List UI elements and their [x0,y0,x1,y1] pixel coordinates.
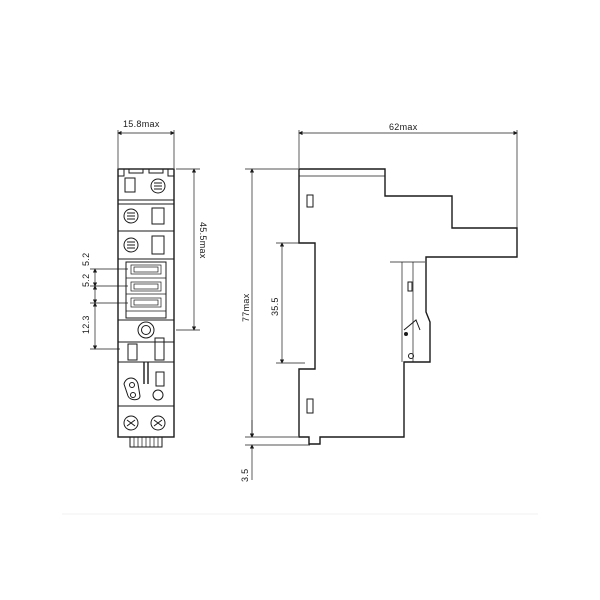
dim-rail: 35.5 [270,242,305,364]
dim-foot: 3.5 [240,420,310,482]
dim-offset: 12.3 [81,302,120,350]
dim-pin-pitch-label-2: 5.2 [81,274,91,287]
dim-rail-label: 35.5 [270,297,280,316]
dim-foot-label: 3.5 [240,469,250,482]
side-view [298,168,518,445]
relay-socket-block [125,261,167,319]
dim-front-width: 15.8max [117,119,175,168]
dim-side-depth-label: 62max [389,122,418,132]
dim-side-height-label: 77max [241,293,251,322]
dim-offset-label: 12.3 [81,315,91,334]
dim-front-height: 45.5max [176,168,208,331]
dim-pin-pitch: 5.2 5.2 [81,253,128,304]
dim-side-depth: 62max [298,122,518,256]
front-view [117,168,175,448]
dim-pin-pitch-label-1: 5.2 [81,253,91,266]
dim-front-width-label: 15.8max [123,119,160,129]
center-boss [137,321,155,339]
dim-front-height-label: 45.5max [198,222,208,259]
side-view-outline [298,168,518,445]
latch-clip [123,377,141,401]
